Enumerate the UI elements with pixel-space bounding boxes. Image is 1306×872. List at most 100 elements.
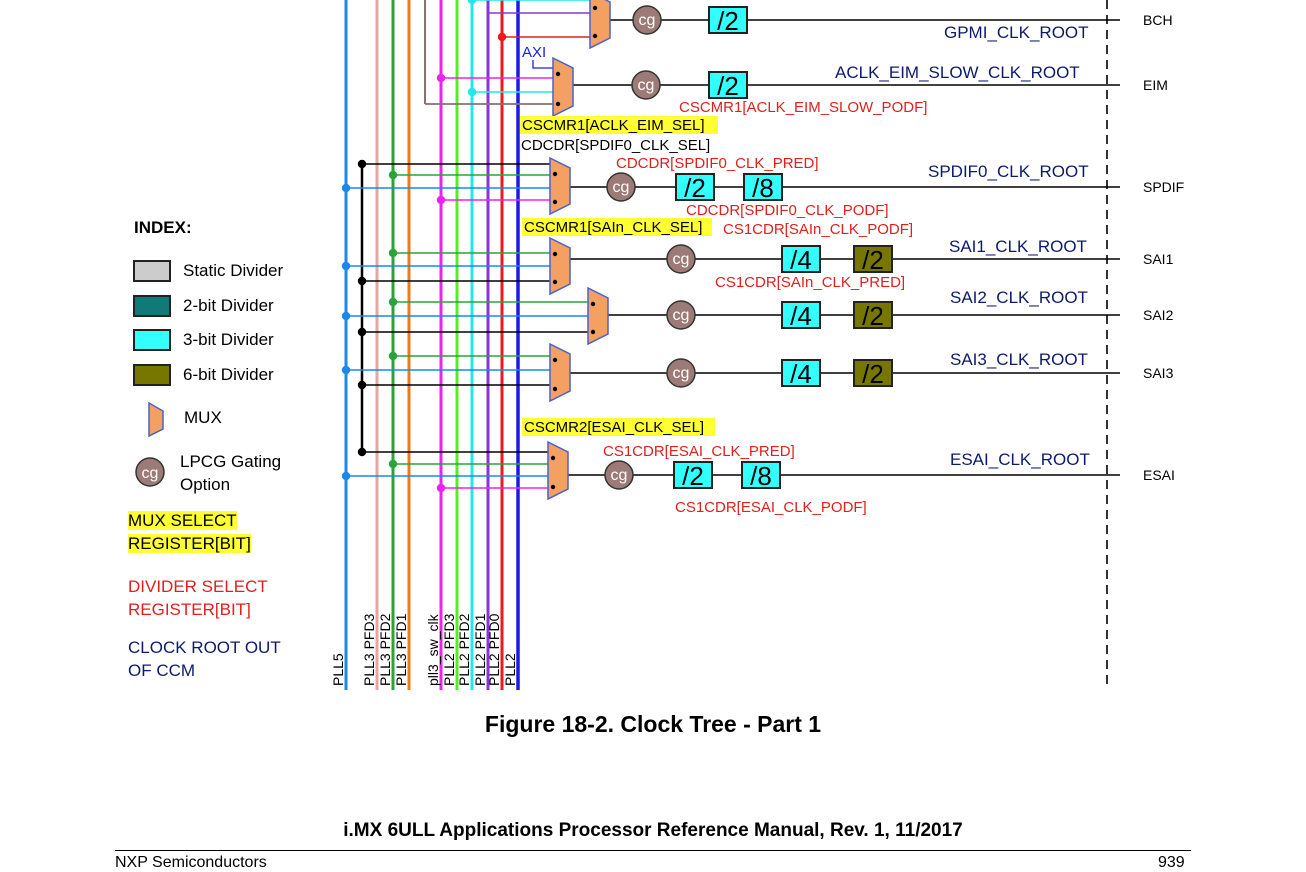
divider-select-label: CDCDR[SPDIF0_CLK_PRED] [616, 155, 819, 172]
svg-text:cg: cg [142, 465, 159, 482]
mux-dot [592, 5, 598, 11]
junction-dot [388, 351, 398, 361]
cg-gate-icon [631, 70, 661, 100]
divider-box [781, 245, 821, 273]
divider-select-label: CS1CDR[SAIn_CLK_PODF] [723, 221, 913, 238]
junction-dot [357, 327, 367, 337]
source-label: PLL3 PFD3 [361, 613, 377, 686]
cg-gate-icon [666, 358, 696, 388]
junction-dot [357, 276, 367, 286]
junction-dot [357, 447, 367, 457]
mux-dot [552, 279, 558, 285]
divider-label: /8 [752, 173, 774, 203]
divider-label: /2 [717, 6, 739, 36]
source-label: PLL2 PFD2 [456, 613, 472, 686]
mux-icon [549, 236, 571, 296]
mux-icon [549, 342, 571, 403]
junction-dot [467, 0, 477, 5]
divider-box [853, 245, 893, 273]
divider-select-label: CDCDR[SPDIF0_CLK_PODF] [686, 202, 889, 219]
junction-dot [341, 471, 351, 481]
legend-label: MUX [184, 408, 222, 427]
junction-dot [341, 261, 351, 271]
cg-label: cg [673, 365, 690, 382]
divider-select-label: CS1CDR[ESAI_CLK_PRED] [603, 443, 795, 460]
static-divider-swatch [133, 260, 171, 282]
junction-dot [388, 297, 398, 307]
register-labels: CSCMR1[ACLK_EIM_SEL] CDCDR[SPDIF0_CLK_SE… [520, 44, 927, 516]
output-port-label: EIM [1143, 77, 1168, 93]
clock-source-buses [344, 0, 520, 690]
junction-dot [497, 32, 507, 42]
mux-select-highlight [522, 218, 712, 236]
note-line: REGISTER[BIT] [128, 534, 251, 553]
divider-select-note: DIVIDER SELECT REGISTER[BIT] [128, 575, 268, 621]
junction-dot [341, 311, 351, 321]
divider-label: /4 [790, 301, 812, 331]
divider-box [708, 71, 748, 99]
manual-title: i.MX 6ULL Applications Processor Referen… [343, 820, 963, 841]
clock-root-name: SAI3_CLK_ROOT [950, 350, 1088, 369]
source-label: pll3_sw_clk [425, 613, 441, 686]
cg-gate-icon [604, 460, 634, 490]
note-line: REGISTER[BIT] [128, 600, 251, 619]
junction-dot [357, 159, 367, 169]
footer-page-number: 939 [1158, 854, 1185, 871]
mux-icon [587, 286, 609, 346]
mux-dot [550, 455, 556, 461]
axi-label: AXI [522, 44, 546, 61]
legend-label: LPCG Gating Option [180, 452, 282, 494]
divider-label: /2 [682, 461, 704, 491]
divider-box [743, 173, 783, 201]
mux-dot [590, 329, 596, 335]
divider-box [853, 359, 893, 387]
cg-gate-icon [666, 300, 696, 330]
legend-label: 3-bit Divider [183, 330, 274, 349]
mux-select-label: CSCMR1[ACLK_EIM_SEL] [522, 117, 705, 134]
footer-divider [115, 850, 1191, 851]
cg-gate-icon [666, 244, 696, 274]
mux-icon [549, 156, 571, 216]
junction-dot [467, 87, 477, 97]
clock-root-name: ACLK_EIM_SLOW_CLK_ROOT [835, 63, 1080, 82]
junction-dot [357, 380, 367, 390]
output-port-label: SAI3 [1143, 365, 1174, 381]
mux-dot [552, 357, 558, 363]
divider-box [853, 301, 893, 329]
divider-label: /2 [684, 173, 706, 203]
mux-icon [148, 402, 164, 438]
junction-dot [388, 248, 398, 258]
cg-gate-icon [606, 172, 636, 202]
junction-dot [341, 365, 351, 375]
legend-title: INDEX: [134, 218, 192, 237]
source-label: PLL2 PFD0 [486, 613, 502, 686]
legend-label: Static Divider [183, 261, 284, 280]
source-label: PLL5 [330, 653, 346, 686]
clock-root-name: SAI1_CLK_ROOT [949, 237, 1087, 256]
note-line: DIVIDER SELECT [128, 577, 268, 596]
junction-dot [388, 459, 398, 469]
output-port-label: BCH [1143, 12, 1173, 28]
output-port-label: ESAI [1143, 467, 1175, 483]
source-label: PLL2 PFD1 [472, 613, 488, 686]
mux-select-highlight [522, 418, 715, 436]
source-label: PLL3 PFD2 [377, 613, 393, 686]
cg-label: cg [673, 251, 690, 268]
clock-root-name: GPMI_CLK_ROOT [944, 23, 1089, 42]
six-bit-divider-swatch [133, 364, 171, 386]
divider-select-label: CSCMR1[ACLK_EIM_SLOW_PODF] [679, 99, 927, 116]
mux-dot [590, 301, 596, 307]
mux-icon [547, 440, 569, 501]
cg-gate-icon [632, 5, 662, 35]
divider-box [673, 461, 713, 489]
note-line: OF CCM [128, 661, 196, 680]
